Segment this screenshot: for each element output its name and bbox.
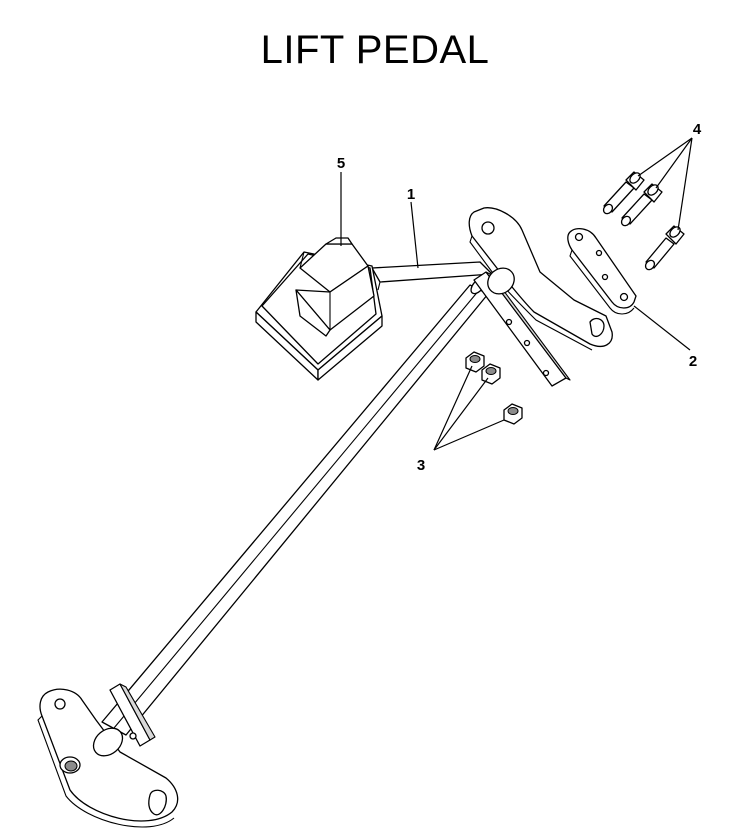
bolt xyxy=(644,225,685,271)
callout-3: 3 xyxy=(417,457,425,474)
callout-5: 5 xyxy=(337,155,345,172)
callout-2: 2 xyxy=(689,353,697,370)
nut xyxy=(503,403,523,425)
leader-lines xyxy=(340,137,693,451)
diagram-title: LIFT PEDAL xyxy=(260,28,490,72)
pedal-arm xyxy=(371,261,571,387)
lower-mount-bracket xyxy=(37,683,179,828)
pedal-pad xyxy=(255,237,383,381)
bolt xyxy=(602,171,645,215)
nut xyxy=(481,363,501,385)
pivot-bracket xyxy=(468,207,613,351)
callout-1: 1 xyxy=(407,186,415,203)
callout-4: 4 xyxy=(693,121,702,138)
side-plate xyxy=(567,227,637,315)
nut xyxy=(465,351,485,373)
